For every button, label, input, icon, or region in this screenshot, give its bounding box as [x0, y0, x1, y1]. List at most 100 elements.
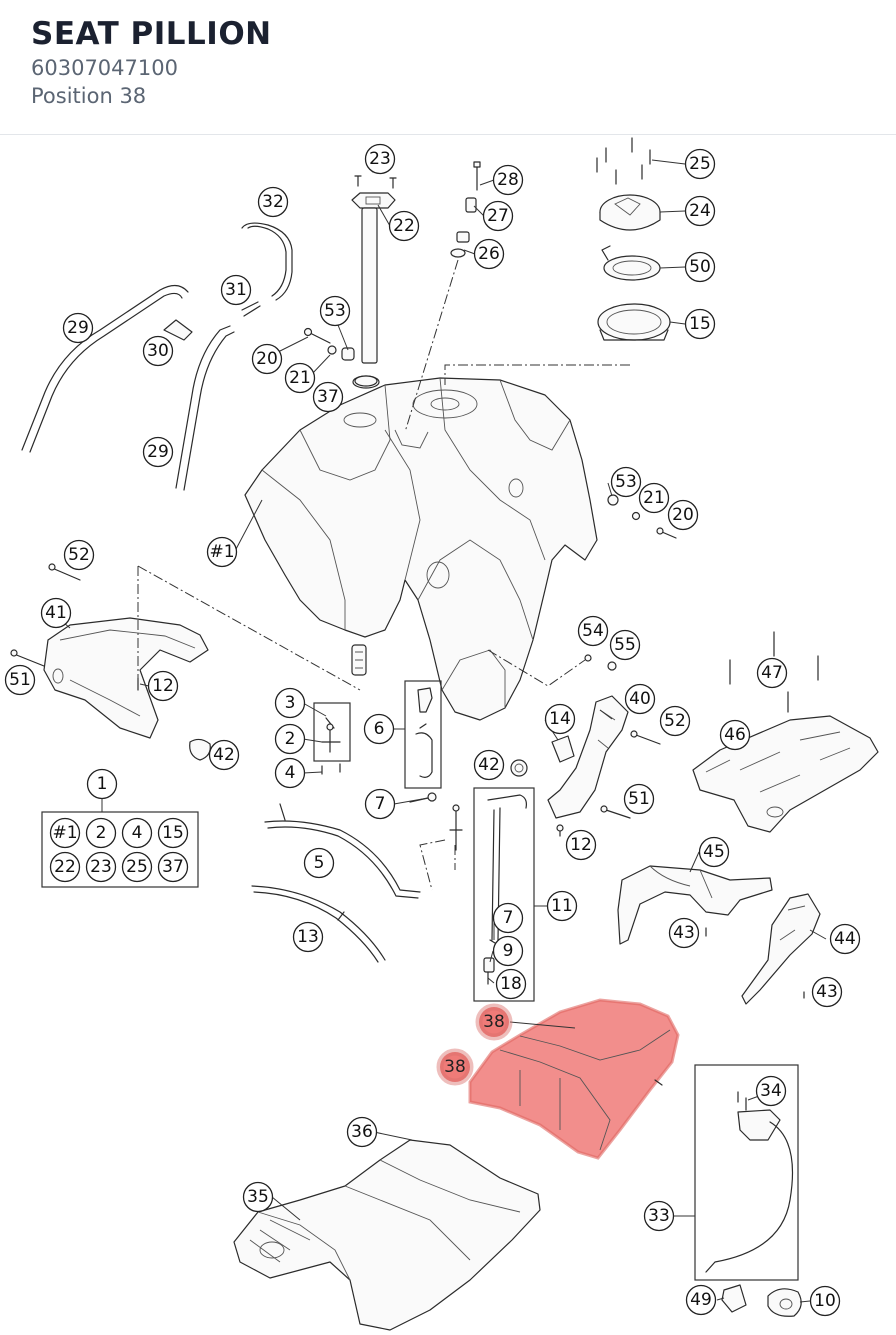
callout-21-right[interactable]: 21 — [638, 482, 670, 514]
kit-item-25[interactable]: 25 — [121, 851, 153, 883]
fuel-tank-drawing — [244, 377, 598, 721]
svg-text:25: 25 — [126, 857, 148, 877]
kit-item-4[interactable]: 4 — [121, 817, 153, 849]
svg-text:9: 9 — [503, 941, 514, 961]
callout-fuel-tank[interactable]: #1 — [206, 536, 238, 568]
kit-item-23[interactable]: 23 — [85, 851, 117, 883]
svg-text:51: 51 — [628, 789, 650, 809]
callout-54[interactable]: 54 — [577, 615, 609, 647]
callout-45[interactable]: 45 — [698, 836, 730, 868]
callout-46[interactable]: 46 — [719, 719, 751, 751]
callout-9[interactable]: 9 — [492, 935, 524, 967]
callout-29-bottom[interactable]: 29 — [142, 436, 174, 468]
callout-1[interactable]: 1 — [86, 768, 118, 800]
svg-text:44: 44 — [834, 929, 856, 949]
fuel-cap-drawing — [444, 137, 671, 385]
kit-item-15[interactable]: 15 — [157, 817, 189, 849]
callout-15[interactable]: 15 — [684, 308, 716, 340]
hose-13-drawing — [251, 885, 386, 963]
svg-text:32: 32 — [262, 192, 284, 212]
svg-text:13: 13 — [297, 927, 319, 947]
callout-55[interactable]: 55 — [609, 629, 641, 661]
svg-text:49: 49 — [690, 1290, 712, 1310]
callout-44[interactable]: 44 — [829, 923, 861, 955]
svg-text:52: 52 — [664, 711, 686, 731]
callout-2[interactable]: 2 — [274, 723, 306, 755]
callout-6[interactable]: 6 — [363, 713, 395, 745]
svg-text:22: 22 — [393, 216, 415, 236]
svg-text:4: 4 — [285, 763, 296, 783]
callout-18[interactable]: 18 — [495, 968, 527, 1000]
callout-20-right[interactable]: 20 — [667, 499, 699, 531]
bolts-53-20-21-drawing — [303, 327, 378, 387]
svg-text:18: 18 — [500, 974, 522, 994]
callout-34[interactable]: 34 — [755, 1075, 787, 1107]
callout-51-left[interactable]: 51 — [4, 664, 36, 696]
callout-28[interactable]: 28 — [492, 164, 524, 196]
callout-23[interactable]: 23 — [364, 143, 396, 175]
svg-text:35: 35 — [247, 1187, 269, 1207]
callout-38-highlighted-top[interactable]: 38 — [475, 1003, 513, 1041]
callout-7-bottom[interactable]: 7 — [492, 902, 524, 934]
svg-text:53: 53 — [324, 301, 346, 321]
callout-21-left[interactable]: 21 — [284, 362, 316, 394]
svg-text:#1: #1 — [209, 542, 234, 562]
callout-43-left[interactable]: 43 — [668, 917, 700, 949]
callout-3[interactable]: 3 — [274, 687, 306, 719]
bolts-right-drawing — [607, 494, 677, 539]
callout-12-right[interactable]: 12 — [565, 829, 597, 861]
callout-29-top[interactable]: 29 — [62, 312, 94, 344]
callout-26[interactable]: 26 — [473, 238, 505, 270]
svg-text:37: 37 — [162, 857, 184, 877]
callout-30[interactable]: 30 — [142, 335, 174, 367]
kit-item-fuel-tank[interactable]: #1 — [49, 817, 81, 849]
svg-text:54: 54 — [582, 621, 604, 641]
callout-32[interactable]: 32 — [257, 186, 289, 218]
svg-text:50: 50 — [689, 257, 711, 277]
callout-27[interactable]: 27 — [482, 200, 514, 232]
callout-42-left[interactable]: 42 — [208, 739, 240, 771]
callout-13[interactable]: 13 — [292, 921, 324, 953]
callout-41[interactable]: 41 — [40, 597, 72, 629]
kit-item-22[interactable]: 22 — [49, 851, 81, 883]
callout-52-right[interactable]: 52 — [659, 705, 691, 737]
kit-box — [41, 798, 199, 888]
callout-50[interactable]: 50 — [684, 251, 716, 283]
callout-53-right[interactable]: 53 — [610, 466, 642, 498]
kit-item-37[interactable]: 37 — [157, 851, 189, 883]
bracket-40-drawing — [547, 695, 661, 837]
callout-52-left[interactable]: 52 — [63, 539, 95, 571]
callout-11[interactable]: 11 — [546, 890, 578, 922]
callout-43-right[interactable]: 43 — [811, 976, 843, 1008]
callout-20-left[interactable]: 20 — [251, 343, 283, 375]
svg-text:12: 12 — [152, 676, 174, 696]
callout-47[interactable]: 47 — [756, 657, 788, 689]
svg-text:2: 2 — [96, 823, 107, 843]
callout-5[interactable]: 5 — [303, 847, 335, 879]
svg-text:46: 46 — [724, 725, 746, 745]
callout-53-left[interactable]: 53 — [319, 295, 351, 327]
callout-12-left[interactable]: 12 — [147, 670, 179, 702]
callout-38-highlighted-left[interactable]: 38 — [436, 1048, 474, 1086]
svg-text:2: 2 — [285, 729, 296, 749]
callout-51-right[interactable]: 51 — [623, 783, 655, 815]
svg-text:37: 37 — [317, 387, 339, 407]
callout-42-mid[interactable]: 42 — [473, 749, 505, 781]
callout-4[interactable]: 4 — [274, 757, 306, 789]
callout-7-top[interactable]: 7 — [364, 788, 396, 820]
callout-25[interactable]: 25 — [684, 148, 716, 180]
callout-40[interactable]: 40 — [624, 683, 656, 715]
callout-31[interactable]: 31 — [220, 274, 252, 306]
hose-5-drawing — [264, 803, 421, 899]
kit-item-2[interactable]: 2 — [85, 817, 117, 849]
callout-37[interactable]: 37 — [312, 381, 344, 413]
callout-49[interactable]: 49 — [685, 1284, 717, 1316]
callout-10[interactable]: 10 — [809, 1285, 841, 1317]
callout-14[interactable]: 14 — [544, 703, 576, 735]
callout-33[interactable]: 33 — [643, 1200, 675, 1232]
svg-text:52: 52 — [68, 545, 90, 565]
callout-36[interactable]: 36 — [346, 1116, 378, 1148]
callout-22[interactable]: 22 — [388, 210, 420, 242]
callout-35[interactable]: 35 — [242, 1181, 274, 1213]
callout-24[interactable]: 24 — [684, 195, 716, 227]
